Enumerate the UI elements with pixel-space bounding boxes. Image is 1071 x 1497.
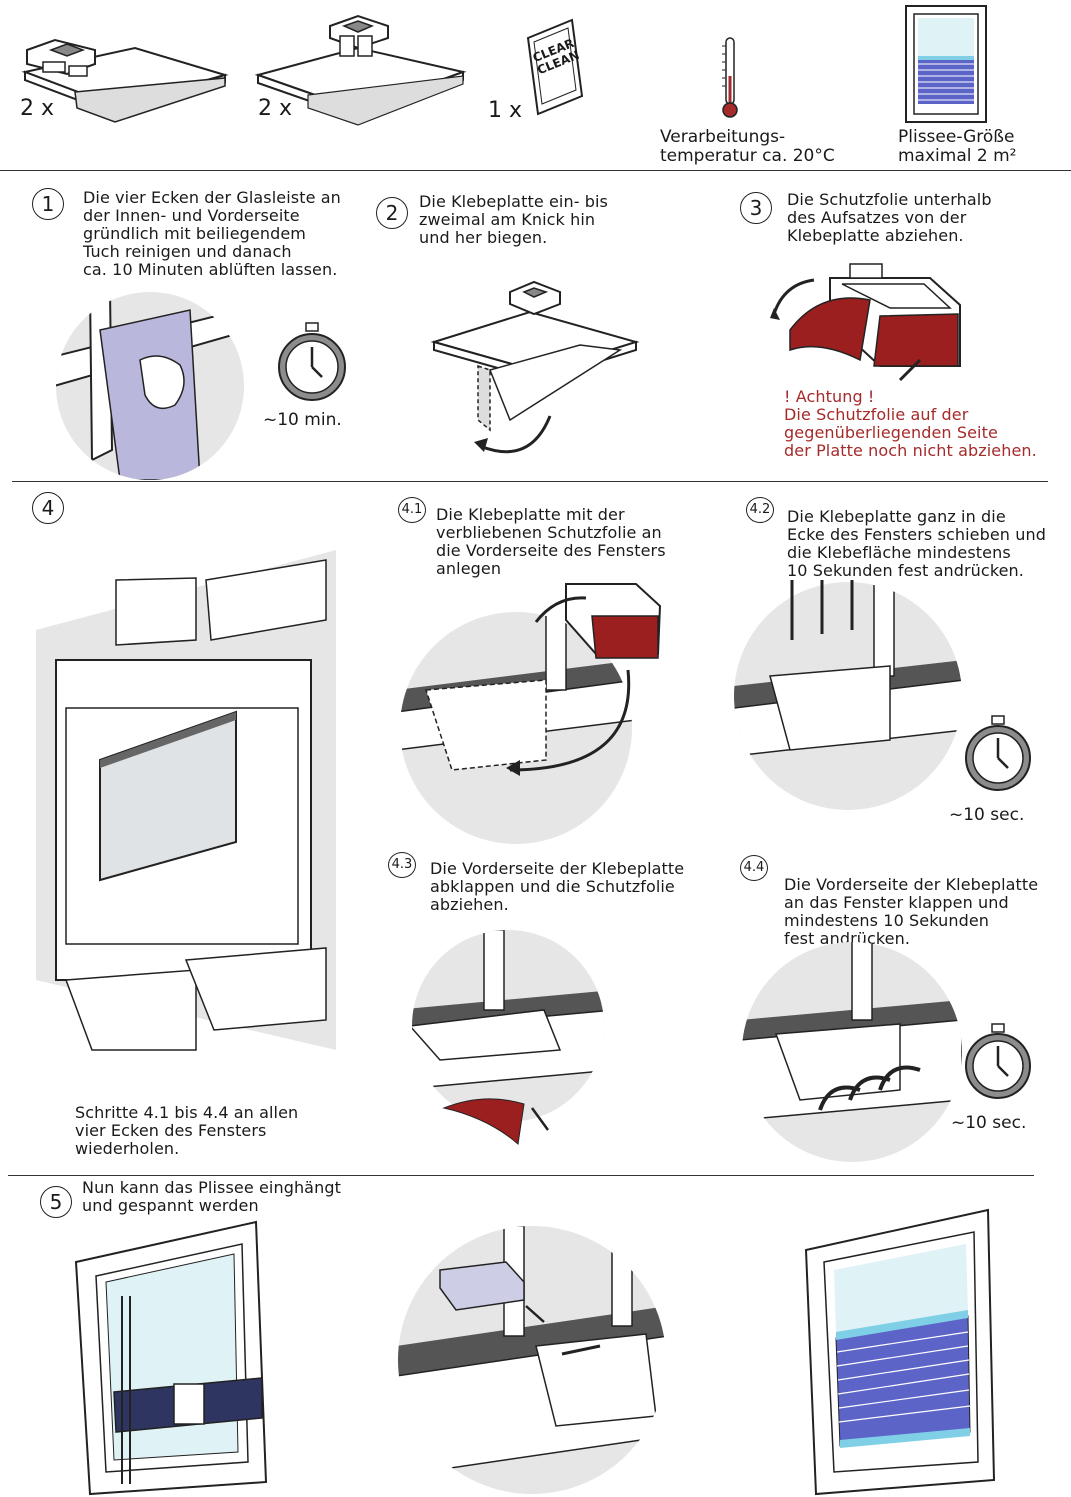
duration-label: ~10 sec. [949,805,1025,825]
step-text: Die Vorderseite der Klebeplatte abklappe… [430,859,685,914]
hook-plissee-illustration [398,1226,666,1494]
fold-plate-illustration [412,930,604,1145]
stopwatch-icon [965,715,1031,791]
quantity-label: 2 x [258,96,293,121]
step-text: Nun kann das Plissee einghängt und gespa… [82,1178,341,1215]
duration-label: ~10 min. [263,410,342,430]
step-text: Die Klebeplatte ein- bis zweimal am Knic… [419,192,608,247]
step-number: 4.2 [746,497,774,523]
window-corners-illustration [36,550,336,1051]
step-text: Die Klebeplatte mit der verbliebenen Sch… [436,505,666,578]
size-label: Plissee-Größe maximal 2 m² [898,127,1017,166]
divider [8,1175,1034,1176]
temperature-label: Verarbeitungs- temperatur ca. 20°C [660,127,835,166]
warning-text: ! Achtung ! Die Schutzfolie auf der gege… [784,387,1037,460]
plissee-finished-illustration [804,1208,996,1496]
step-number: 5 [40,1186,72,1218]
step-number: 2 [376,197,408,229]
place-plate-illustration [400,583,662,844]
step-number: 4.1 [398,497,426,523]
step-number: 3 [740,192,772,224]
quantity-label: 1 x [488,98,523,123]
step-number: 4.3 [388,852,416,878]
step-text: Die Vorderseite der Klebeplatte an das F… [784,875,1039,948]
duration-label: ~10 sec. [951,1113,1027,1133]
step-text: Die Klebeplatte ganz in die Ecke des Fen… [787,507,1046,580]
stopwatch-icon [278,322,346,401]
step-text: Die vier Ecken der Glasleiste an der Inn… [83,188,341,279]
plissee-tensioned-illustration [74,1220,268,1496]
cleaning-sachet-icon [526,18,584,116]
plissee-window-icon [905,5,987,123]
cleaning-window-illustration [56,292,244,480]
press-front-illustration [742,942,962,1162]
quantity-label: 2 x [20,96,55,121]
press-plate-illustration [734,580,962,810]
bracket-plate-illustration [21,38,229,123]
thermometer-icon [722,37,738,118]
step-number: 4 [32,492,64,524]
bending-plate-illustration [430,280,640,454]
divider [0,170,1071,171]
repeat-note: Schritte 4.1 bis 4.4 an allen vier Ecken… [75,1103,299,1158]
step-number: 4.4 [740,855,768,881]
divider [12,481,1048,482]
peel-film-illustration [770,263,961,382]
bracket-plate-illustration [254,14,467,126]
step-number: 1 [32,188,64,220]
stopwatch-icon [965,1023,1031,1099]
step-text: Die Schutzfolie unterhalb des Aufsatzes … [787,190,992,245]
